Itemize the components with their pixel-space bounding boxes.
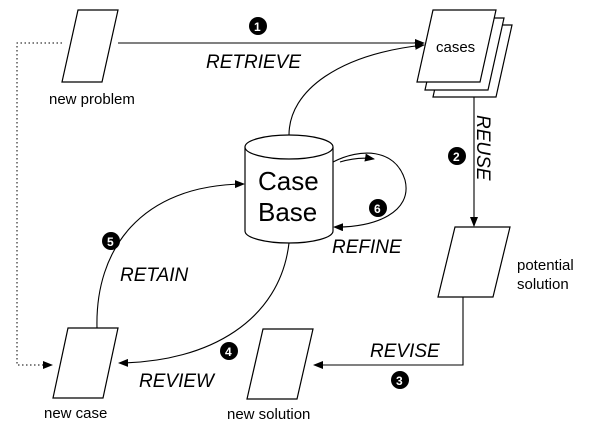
new-problem-to-new-case-dotted	[16, 42, 62, 369]
badge-3: 3	[391, 371, 409, 389]
new-problem-label: new problem	[49, 91, 135, 108]
badge-6: 6	[369, 199, 387, 217]
svg-text:1: 1	[254, 20, 261, 34]
case-base-label-1: Case	[258, 166, 319, 196]
revise-arrow	[313, 297, 464, 369]
refine-label: REFINE	[332, 237, 402, 258]
new-problem-shape	[61, 9, 119, 83]
retain-arrow	[96, 180, 245, 329]
cases-label: cases	[436, 39, 475, 56]
refine-loop	[332, 152, 407, 232]
casebase-to-cases-curve	[288, 41, 425, 136]
potential-solution-label-1: potential	[517, 257, 574, 274]
refine-loop-top-arrow	[339, 153, 375, 163]
badge-4: 4	[220, 342, 238, 360]
badge-5: 5	[102, 232, 120, 250]
reuse-label: REUSE	[472, 115, 493, 181]
new-solution-shape	[246, 328, 314, 400]
badge-2: 2	[448, 147, 466, 165]
svg-text:3: 3	[396, 374, 403, 388]
badge-1: 1	[249, 17, 267, 35]
new-case-label: new case	[44, 405, 107, 422]
revise-label: REVISE	[370, 341, 440, 362]
potential-solution-shape	[437, 226, 511, 298]
review-label: REVIEW	[139, 371, 216, 392]
new-case-shape	[52, 327, 119, 399]
potential-solution-label-2: solution	[517, 276, 569, 293]
svg-text:4: 4	[225, 345, 232, 359]
cases-shape-front	[416, 9, 497, 83]
svg-text:6: 6	[374, 202, 381, 216]
retrieve-label: RETRIEVE	[206, 52, 301, 73]
new-solution-label: new solution	[227, 406, 310, 423]
svg-text:2: 2	[453, 150, 460, 164]
svg-text:5: 5	[107, 235, 114, 249]
review-arrow	[118, 242, 290, 367]
case-base-label-2: Base	[258, 197, 317, 227]
retain-label: RETAIN	[120, 265, 189, 286]
